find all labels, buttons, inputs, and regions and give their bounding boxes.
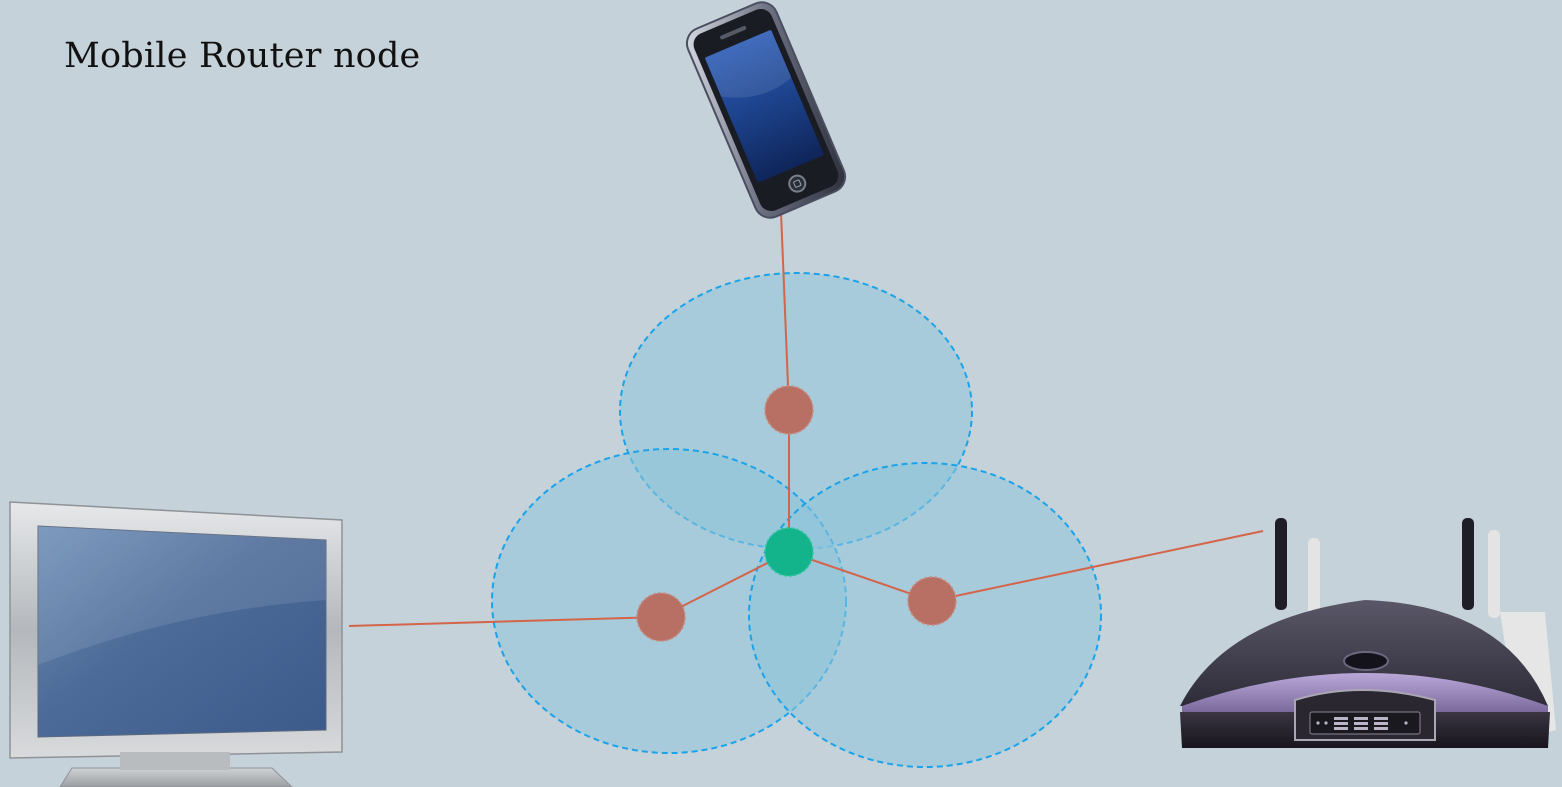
nodes [636, 385, 957, 642]
mobile-router-node [764, 527, 814, 577]
smartphone-icon [685, 1, 847, 219]
relay-node-left [636, 592, 686, 642]
link-phone-relay [780, 211, 790, 411]
relay-node-right [907, 576, 957, 626]
diagram-title: Mobile Router node [64, 36, 421, 76]
link-center-right [788, 551, 933, 602]
relay-node-top [764, 385, 814, 435]
link-right-router [931, 530, 1264, 602]
coverage-areas [491, 272, 1102, 768]
wifi-router-icon [1180, 518, 1556, 748]
monitor-icon [9, 501, 343, 787]
link-left-monitor [348, 616, 662, 627]
